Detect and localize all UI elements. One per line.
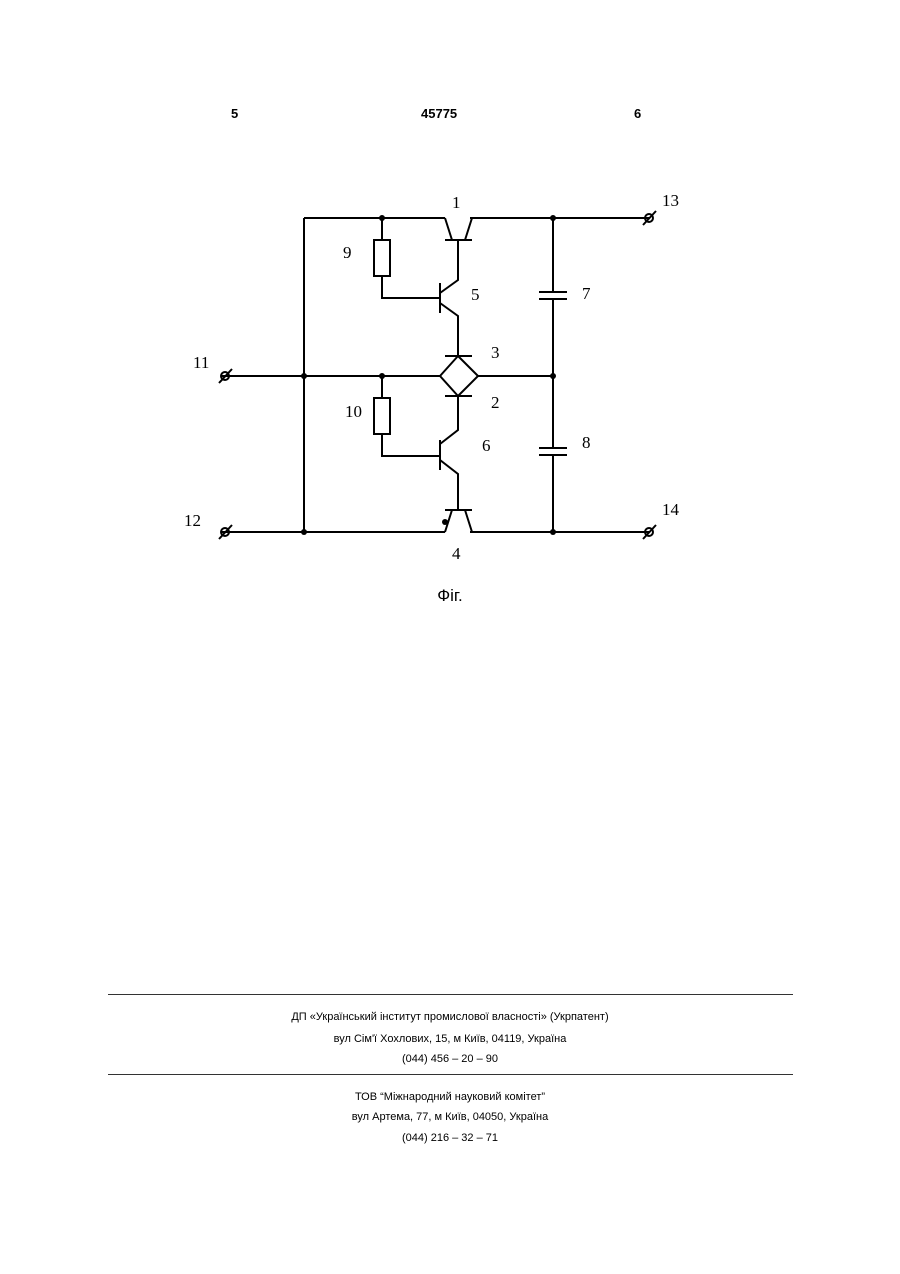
capacitor-7 — [539, 292, 567, 299]
footer-divider-top — [108, 994, 793, 995]
label-12: 12 — [184, 511, 201, 530]
label-1: 1 — [452, 193, 461, 212]
label-14: 14 — [662, 500, 680, 519]
label-2: 2 — [491, 393, 500, 412]
transistor-5 — [440, 262, 458, 356]
transistor-6 — [440, 396, 458, 510]
label-10: 10 — [345, 402, 362, 421]
footer-address-1: вул Сім'ї Хохлових, 15, м Київ, 04119, У… — [0, 1033, 900, 1045]
footer-org-1: ДП «Український інститут промислової вла… — [0, 1011, 900, 1023]
resistor-9 — [374, 240, 390, 276]
label-13: 13 — [662, 191, 679, 210]
label-6: 6 — [482, 436, 491, 455]
label-7: 7 — [582, 284, 591, 303]
label-11: 11 — [193, 353, 209, 372]
footer-org-2: ТОВ “Міжнародний науковий комітет” — [0, 1091, 900, 1103]
label-4: 4 — [452, 544, 461, 563]
transistor-3 — [440, 356, 478, 376]
label-8: 8 — [582, 433, 591, 452]
transistor-2 — [440, 376, 478, 396]
resistor-10 — [374, 398, 390, 434]
figure-caption: Фіг. — [0, 586, 900, 606]
footer-address-2: вул Артема, 77, м Київ, 04050, Україна — [0, 1111, 900, 1123]
transistor-4 — [445, 510, 472, 532]
label-3: 3 — [491, 343, 500, 362]
capacitor-8 — [539, 448, 567, 455]
footer-divider-bottom — [108, 1074, 793, 1075]
footer-phone-2: (044) 216 – 32 – 71 — [0, 1132, 900, 1144]
transistor-1 — [445, 218, 472, 262]
footer-phone-1: (044) 456 – 20 – 90 — [0, 1053, 900, 1065]
circuit-schematic: 1 2 3 4 5 6 7 8 9 10 11 12 13 14 — [0, 0, 900, 620]
label-5: 5 — [471, 285, 480, 304]
label-9: 9 — [343, 243, 352, 262]
